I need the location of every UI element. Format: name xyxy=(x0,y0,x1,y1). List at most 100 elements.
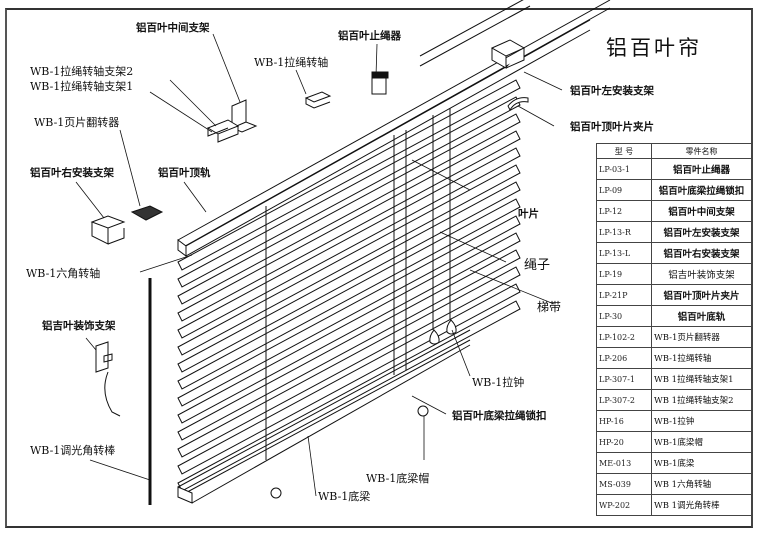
part-code: LP-12 xyxy=(596,200,652,222)
slat xyxy=(177,181,521,373)
tilter-shape xyxy=(130,205,164,221)
label-decor-bracket: 铝吉叶装饰支架 xyxy=(42,320,116,332)
part-code: HP-16 xyxy=(596,410,652,432)
header-part-name: 零件名称 xyxy=(651,143,752,159)
slat xyxy=(177,249,521,441)
part-name: 铝百叶顶叶片夹片 xyxy=(651,284,752,306)
label-slat: 叶片 xyxy=(518,208,539,220)
label-left-install-bracket: 铝百叶左安装支架 xyxy=(570,85,654,97)
decor-bracket-shape xyxy=(95,341,113,373)
part-name: 铝百叶底轨 xyxy=(651,305,752,327)
hardware-parts xyxy=(90,39,529,499)
head-rail xyxy=(177,0,611,257)
label-middle-bracket: 铝百叶中间支架 xyxy=(136,22,210,34)
slat xyxy=(177,266,521,458)
part-name: WB 1六角转轴 xyxy=(651,473,752,495)
label-right-install-bracket: 铝百叶右安装支架 xyxy=(30,167,114,179)
label-pull-weight: WB-1拉钟 xyxy=(472,376,525,389)
slat xyxy=(177,215,521,407)
diagram-title: 铝百叶帘 xyxy=(606,36,702,60)
part-name: WB-1底梁帽 xyxy=(651,431,752,453)
label-hex-shaft: WB-1六角转轴 xyxy=(26,267,101,280)
part-name: 铝吉叶装饰支架 xyxy=(651,263,752,285)
part-name: WB-1底梁 xyxy=(651,452,752,474)
bottom-cap-1 xyxy=(417,405,429,417)
part-code: MS-039 xyxy=(596,473,652,495)
label-bottom-cap: WB-1底梁帽 xyxy=(366,472,430,485)
label-top-slat-clip: 铝百叶顶叶片夹片 xyxy=(570,121,654,133)
label-tilt-wand: WB-1调光角转棒 xyxy=(30,444,116,457)
part-name: WB 1拉绳转轴支架2 xyxy=(651,389,752,411)
part-name: WB-1页片翻转器 xyxy=(651,326,752,348)
middle-bracket-shape xyxy=(230,99,258,133)
slat xyxy=(177,79,521,271)
part-name: 铝百叶中间支架 xyxy=(651,200,752,222)
part-code: WP-202 xyxy=(596,494,652,516)
slat xyxy=(177,113,521,305)
label-bottom-rail: WB-1底梁 xyxy=(318,490,371,503)
left-bracket-shape xyxy=(490,39,526,69)
slat xyxy=(177,96,521,288)
part-code: LP-13-L xyxy=(596,242,652,264)
part-name: 铝百叶右安装支架 xyxy=(651,242,752,264)
part-code: LP-09 xyxy=(596,179,652,201)
label-bottom-lock: 铝百叶底梁拉绳锁扣 xyxy=(452,410,547,422)
bottom-cap-2 xyxy=(270,487,282,499)
part-code: LP-03-1 xyxy=(596,158,652,180)
part-name: 铝百叶止绳器 xyxy=(651,158,752,180)
part-name: 铝百叶左安装支架 xyxy=(651,221,752,243)
part-code: LP-19 xyxy=(596,263,652,285)
label-cord-axle-bracket-2: WB-1拉绳转轴支架2 xyxy=(30,65,134,78)
ladder-cords xyxy=(265,108,451,460)
part-code: LP-30 xyxy=(596,305,652,327)
header-model: 型 号 xyxy=(596,143,652,159)
part-code: LP-206 xyxy=(596,347,652,369)
slats-group xyxy=(177,79,521,492)
part-code: HP-20 xyxy=(596,431,652,453)
part-name: 铝百叶底梁拉绳锁扣 xyxy=(651,179,752,201)
leader-lines xyxy=(75,33,563,497)
slat xyxy=(177,198,521,390)
cord-axle-bracket-shape xyxy=(206,119,240,143)
label-cord-axle: WB-1拉绳转轴 xyxy=(254,56,329,69)
slat xyxy=(177,164,521,356)
part-code: LP-102-2 xyxy=(596,326,652,348)
cord-lock-shape xyxy=(371,77,387,95)
part-name: WB 1调光角转棒 xyxy=(651,494,752,516)
top-clip-shape xyxy=(507,97,529,112)
label-head-rail: 铝百叶顶轨 xyxy=(158,167,211,179)
part-code: LP-307-1 xyxy=(596,368,652,390)
label-ladder-tape: 梯带 xyxy=(537,300,562,314)
pull-weights xyxy=(429,319,457,345)
label-cord-lock: 铝百叶止绳器 xyxy=(338,30,401,42)
parts-table-header: 型 号 零件名称 xyxy=(596,143,752,159)
part-code: ME-013 xyxy=(596,452,652,474)
part-code: LP-307-2 xyxy=(596,389,652,411)
bottom-rail xyxy=(177,329,471,504)
part-name: WB-1拉钟 xyxy=(651,410,752,432)
cord-axle-shape xyxy=(304,91,332,109)
label-tilter: WB-1页片翻转器 xyxy=(34,116,120,129)
part-name: WB 1拉绳转轴支架1 xyxy=(651,368,752,390)
slat xyxy=(177,130,521,322)
drawing-frame xyxy=(5,8,753,528)
part-name: WB-1拉绳转轴 xyxy=(651,347,752,369)
part-code: LP-21P xyxy=(596,284,652,306)
